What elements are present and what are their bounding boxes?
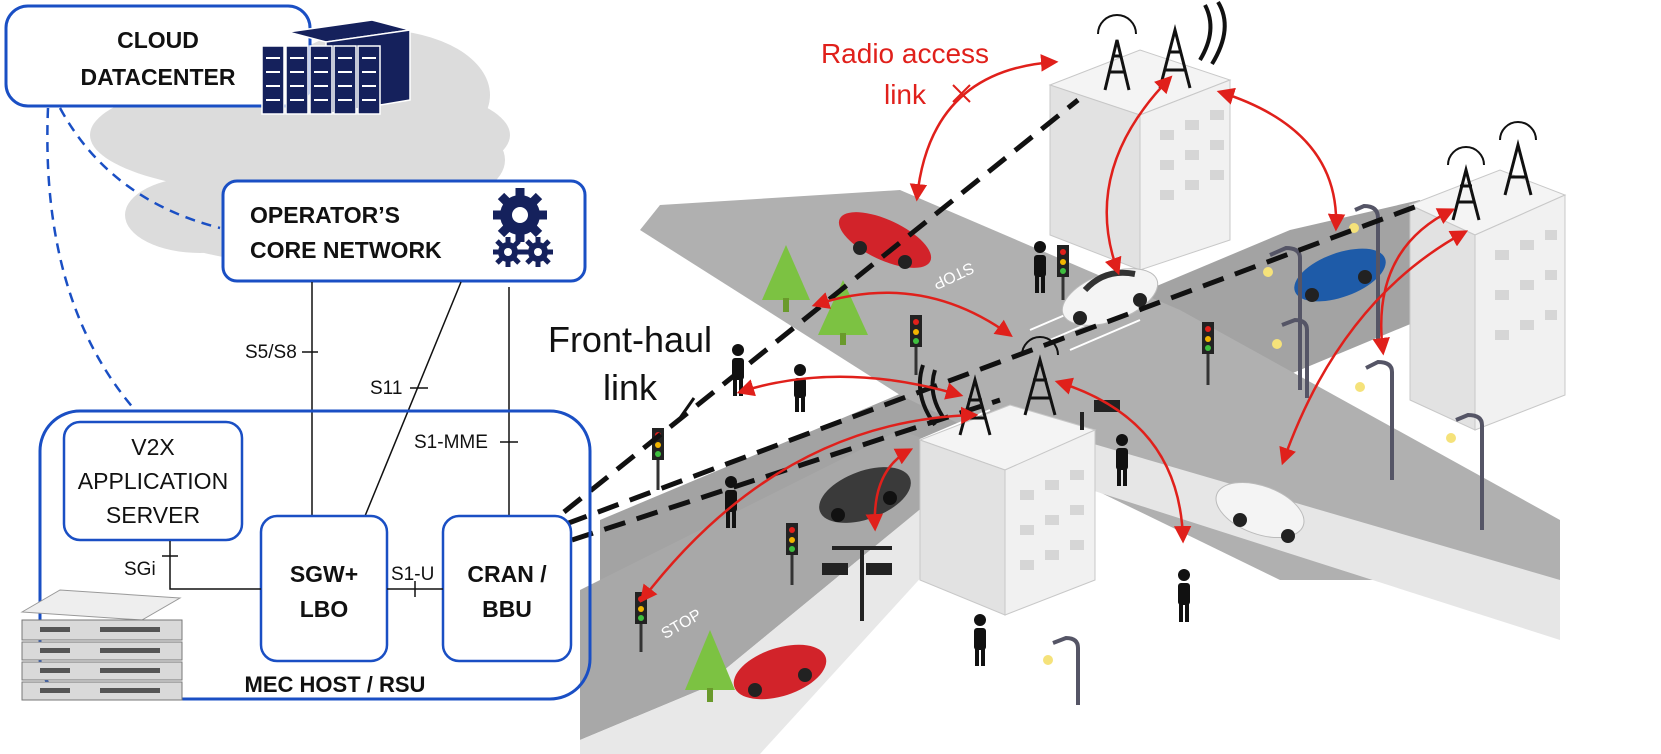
mec-host-box xyxy=(38,409,592,701)
front-haul-link-label-line1: Front-haul xyxy=(548,319,712,360)
server-rack-icon xyxy=(20,589,183,701)
cell-tower-icon xyxy=(1097,14,1137,91)
tree-icon xyxy=(685,630,735,702)
v2x-label-line2: APPLICATION xyxy=(78,468,228,494)
street-lamp-icon xyxy=(1043,635,1080,705)
core-network-label-line1: OPERATOR’S xyxy=(250,202,400,228)
pedestrian-icon xyxy=(794,364,806,412)
gear-icon xyxy=(523,237,553,267)
radio-access-link-label-line2: link xyxy=(884,79,927,110)
cell-tower-icon xyxy=(1447,146,1485,221)
building-right xyxy=(1408,169,1567,431)
sgw-label-line1: SGW+ xyxy=(290,561,358,587)
traffic-light-icon xyxy=(1202,322,1214,385)
cloud-datacenter-label-line1: CLOUD xyxy=(117,27,199,53)
cell-tower-icon xyxy=(1158,0,1227,89)
cloud-dashed-links xyxy=(46,107,221,411)
interface-s1mme-label: S1-MME xyxy=(414,432,488,453)
server-rack-icon xyxy=(261,19,411,115)
sgw-lbo-box xyxy=(259,514,389,663)
pedestrian-icon xyxy=(1178,569,1190,622)
v2x-app-server-box xyxy=(62,420,244,542)
gear-icon xyxy=(493,237,523,267)
tree-icon xyxy=(762,245,810,312)
core-network-label-line2: CORE NETWORK xyxy=(250,237,442,263)
core-network-box xyxy=(221,179,587,283)
radio-access-links xyxy=(639,54,1469,603)
cran-label-line2: BBU xyxy=(482,596,532,622)
traffic-light-icon xyxy=(1057,245,1069,300)
car-icon xyxy=(838,212,932,269)
pedestrian-icon xyxy=(974,614,986,666)
building-middle xyxy=(918,404,1097,616)
car-icon xyxy=(1215,482,1305,543)
cloud-datacenter-label-line2: DATACENTER xyxy=(80,64,235,90)
car-icon xyxy=(733,644,827,700)
core-interface-lines xyxy=(302,281,518,517)
radio-access-link-label-line1: Radio access xyxy=(821,38,989,69)
mec-internal-links xyxy=(162,541,443,597)
interface-s5s8-label: S5/S8 xyxy=(245,342,297,363)
gear-icon xyxy=(493,188,547,242)
interface-s11-label: S11 xyxy=(370,378,402,399)
cran-label-line1: CRAN / xyxy=(467,561,547,587)
cran-bbu-box xyxy=(441,514,573,663)
sgw-label-line2: LBO xyxy=(300,596,349,622)
mec-host-label: MEC HOST / RSU xyxy=(245,672,426,697)
front-haul-link-label-line2: link xyxy=(603,367,658,408)
radio-link-cross-icon xyxy=(952,84,971,103)
interface-s1u-label: S1-U xyxy=(391,564,434,585)
interface-sgi-label: SGi xyxy=(124,559,156,580)
cell-tower-icon xyxy=(1021,336,1059,416)
cell-tower-icon xyxy=(1499,121,1537,196)
pedestrian-icon xyxy=(1034,241,1046,293)
v2x-label-line1: V2X xyxy=(131,434,174,460)
v2x-label-line3: SERVER xyxy=(106,502,200,528)
building-top xyxy=(1048,49,1232,271)
